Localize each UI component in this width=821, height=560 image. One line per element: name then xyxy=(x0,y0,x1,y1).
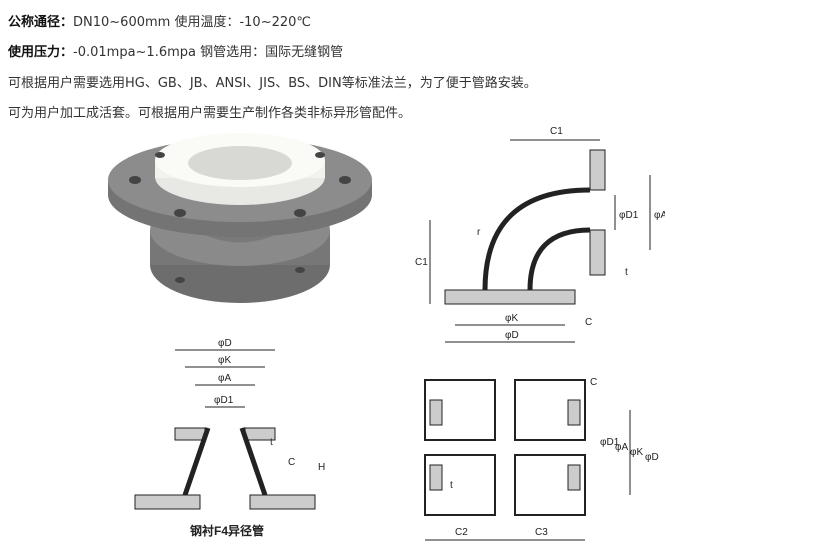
label-phia: φA xyxy=(654,210,665,221)
pressure-value: -0.01mpa~1.6mpa 钢管选用：国际无缝钢管 xyxy=(73,45,344,60)
custom-note: 可为用户加工成活套。可根据用户需要生产制作各类非标异形管配件。 xyxy=(8,106,412,121)
label-phid1: φD1 xyxy=(600,437,620,448)
label-c1-top: C1 xyxy=(550,126,563,137)
diameter-value: DN10~600mm 使用温度：-10~220℃ xyxy=(73,15,311,30)
reducer-drawing: φD φK φA φD1 t C H 钢衬F4异径管 xyxy=(134,338,325,538)
label-phik: φK xyxy=(505,313,518,324)
pressure-label: 使用压力： xyxy=(8,45,74,60)
spec-pressure: 使用压力：-0.01mpa~1.6mpa 钢管选用：国际无缝钢管 xyxy=(8,41,343,60)
label-phid1: φD1 xyxy=(214,395,234,406)
label-t: t xyxy=(625,267,628,278)
label-phid: φD xyxy=(505,330,519,341)
label-c: C xyxy=(288,457,295,468)
label-phid1: φD1 xyxy=(619,210,639,221)
reducer-caption: 钢衬F4异径管 xyxy=(190,523,264,538)
spec-diameter: 公称通径：DN10~600mm 使用温度：-10~220℃ xyxy=(8,11,311,30)
label-c: C xyxy=(590,377,597,388)
label-phid: φD xyxy=(645,452,659,463)
label-phid: φD xyxy=(218,338,232,349)
label-t: t xyxy=(450,480,453,491)
product-photo xyxy=(108,133,372,303)
elbow-drawing: C1 φD1 φA C1 r t φK φD C xyxy=(415,126,665,343)
label-phia: φA xyxy=(615,442,628,453)
label-t: t xyxy=(270,437,273,448)
diameter-label: 公称通径： xyxy=(8,15,74,30)
label-phik: φK xyxy=(218,355,231,366)
label-phik: φK xyxy=(630,447,643,458)
label-r: r xyxy=(477,227,481,238)
label-c1-left: C1 xyxy=(415,257,428,268)
flange-note: 可根据用户需要选用HG、GB、JB、ANSI、JIS、BS、DIN等标准法兰，为… xyxy=(8,76,537,91)
label-c2: C2 xyxy=(455,527,468,538)
label-c3: C3 xyxy=(535,527,548,538)
label-phia: φA xyxy=(218,373,231,384)
label-c: C xyxy=(585,317,592,328)
cross-drawing: C φD1 φA φK φD t C2 C3 xyxy=(424,377,659,541)
label-h: H xyxy=(318,462,325,473)
